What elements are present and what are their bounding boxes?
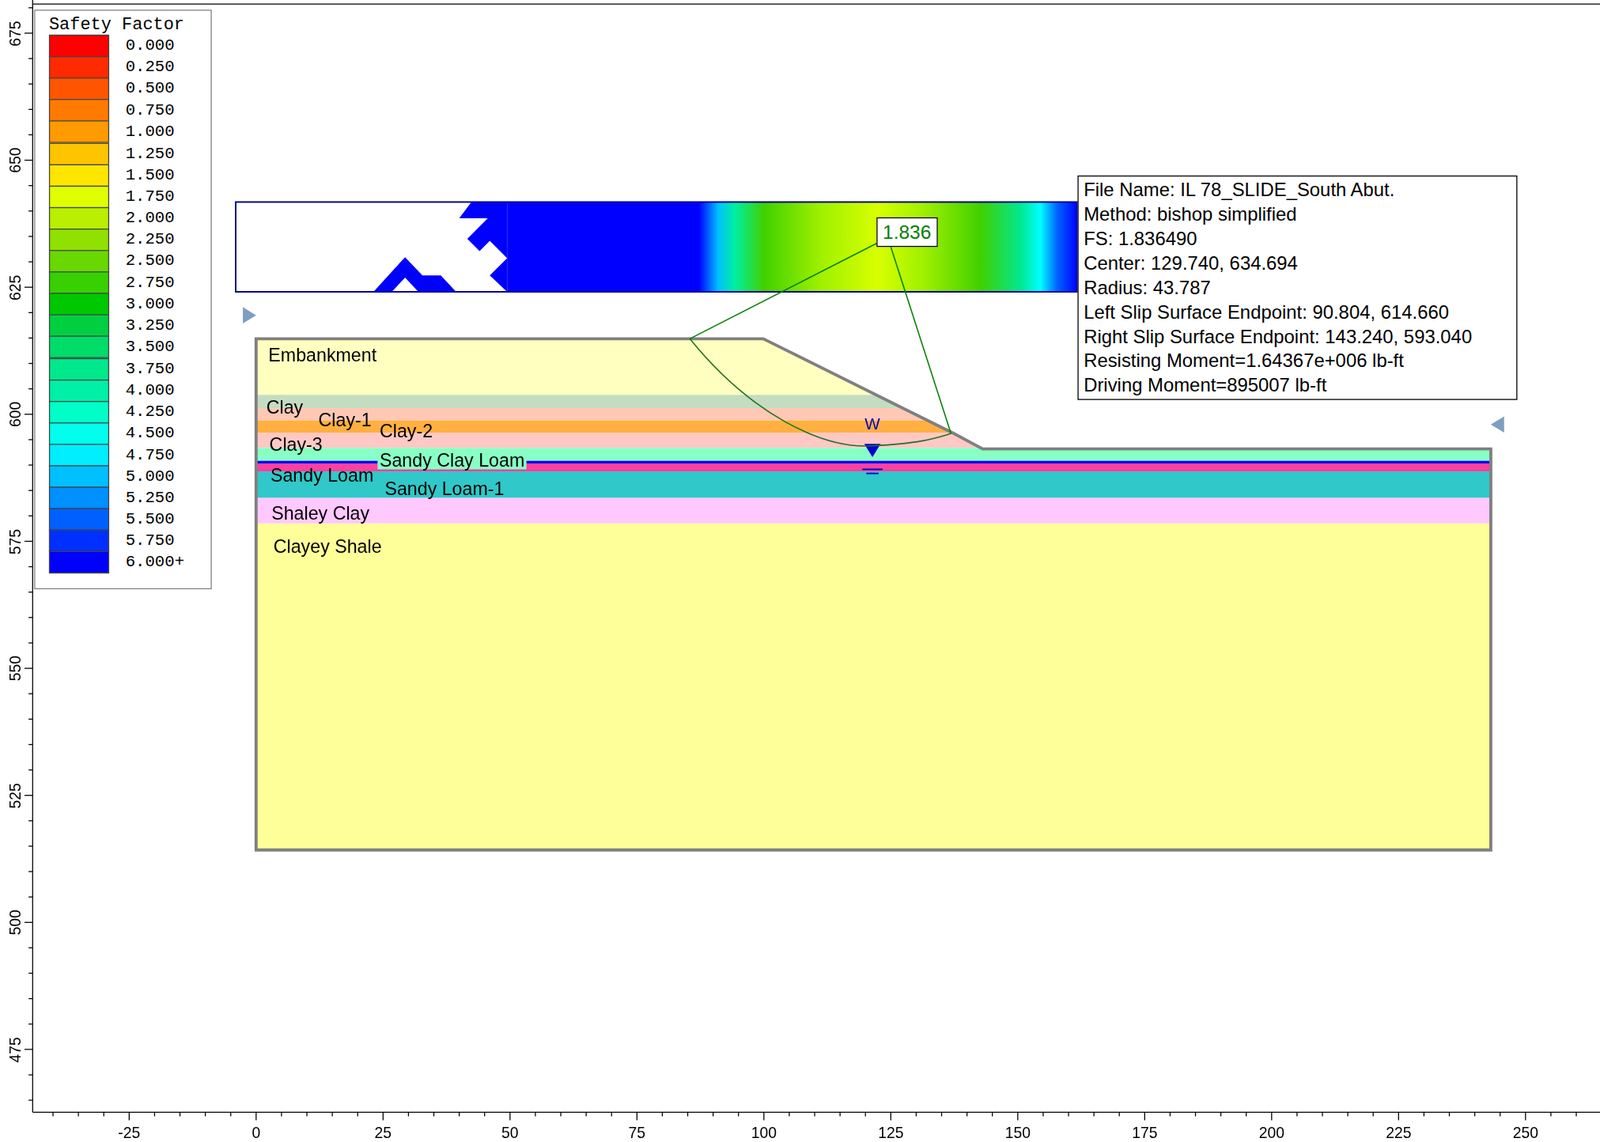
legend-swatch (49, 529, 110, 553)
material-label: Sandy Loam (270, 466, 374, 485)
legend-value: 3.250 (125, 317, 175, 335)
axis-tick-label: 475 (7, 1036, 23, 1063)
info-line: Method: bishop simplified (1083, 201, 1512, 227)
axis-tick-label: 550 (7, 655, 23, 681)
legend-value: 0.250 (125, 59, 175, 76)
axis-tick-label: 225 (1385, 1124, 1411, 1140)
info-line: Right Slip Surface Endpoint: 143.240, 59… (1083, 324, 1512, 349)
legend-value: 5.500 (125, 511, 175, 529)
legend-value: 1.750 (125, 188, 175, 205)
legend-swatch (49, 271, 110, 295)
legend-value: 4.250 (125, 404, 175, 421)
legend-swatch (49, 56, 110, 80)
material-label: Clay-1 (318, 411, 372, 430)
legend-value: 0.000 (125, 37, 175, 55)
legend-value: 6.000+ (125, 554, 185, 572)
legend-swatch (49, 121, 110, 144)
axis-tick-label: 675 (7, 20, 23, 46)
legend-title: Safety Factor (49, 15, 185, 34)
legend-swatch (49, 400, 110, 424)
axis-tick-label: 500 (7, 909, 23, 935)
legend-swatch (49, 336, 110, 360)
result-info-box: File Name: IL 78_SLIDE_South Abut.Method… (1077, 175, 1517, 401)
legend-swatch (49, 34, 110, 58)
legend-value: 2.500 (125, 253, 175, 270)
legend-swatch (49, 293, 110, 317)
axis-tick-label: 650 (7, 147, 23, 173)
info-line: Radius: 43.787 (1083, 275, 1512, 300)
axis-tick-label: 175 (1131, 1124, 1158, 1140)
legend-swatch (49, 314, 110, 338)
axis-tick-label: 75 (628, 1124, 647, 1140)
axis-tick-label: 50 (501, 1124, 519, 1140)
axis-tick-label: 200 (1259, 1124, 1285, 1140)
legend-swatch (49, 508, 110, 532)
legend-swatch (49, 465, 110, 488)
legend-value: 1.250 (125, 145, 175, 163)
legend-swatch (49, 99, 110, 123)
legend-value: 1.000 (125, 124, 175, 141)
legend-value: 0.500 (125, 80, 175, 98)
legend-swatch (49, 228, 110, 252)
legend-swatch (49, 378, 110, 402)
legend-value: 3.500 (125, 339, 175, 356)
factor-of-safety-label: 1.836 (876, 217, 938, 247)
info-line: Center: 129.740, 634.694 (1083, 250, 1512, 276)
axis-tick-label: 25 (374, 1124, 393, 1140)
legend-value: 0.750 (125, 102, 175, 119)
legend-swatch (49, 163, 110, 187)
axis-tick-label: 250 (1513, 1124, 1539, 1140)
material-label: Clay-2 (379, 422, 433, 441)
water-table-label: W (864, 416, 880, 433)
legend-value: 4.750 (125, 446, 175, 464)
info-line: Driving Moment=895007 lb-ft (1083, 373, 1512, 398)
axis-tick-label: 0 (251, 1124, 261, 1140)
material-label: Clayey Shale (273, 537, 383, 557)
legend-value: 5.000 (125, 468, 175, 485)
legend-value: 3.750 (125, 360, 175, 378)
material-label: Sandy Clay Loam (377, 450, 526, 470)
legend-swatch (49, 185, 110, 209)
legend-swatch (49, 207, 110, 231)
axis-tick-label: -25 (117, 1124, 140, 1140)
axis-tick-label: 150 (1005, 1124, 1031, 1140)
material-label: Clay (266, 397, 303, 417)
legend-swatch (49, 77, 110, 101)
legend-swatch (49, 487, 110, 511)
legend-swatch (49, 422, 110, 446)
legend-value: 4.000 (125, 382, 175, 399)
legend-value: 3.000 (125, 295, 175, 313)
axis-tick-label: 600 (7, 401, 23, 428)
legend-swatch (49, 142, 110, 166)
legend-value: 5.250 (125, 489, 175, 507)
material-label: Embankment (268, 345, 377, 364)
legend-value: 2.250 (125, 231, 175, 249)
material-label: Clay-3 (269, 435, 323, 454)
axis-tick-label: 100 (751, 1124, 777, 1140)
material-label: Shaley Clay (271, 503, 370, 522)
axis-tick-label: 125 (877, 1124, 904, 1140)
axis-tick-label: 525 (7, 782, 23, 809)
info-line: Left Slip Surface Endpoint: 90.804, 614.… (1083, 299, 1512, 325)
legend-swatch (49, 357, 110, 381)
legend-value: 1.500 (125, 166, 175, 184)
info-line: FS: 1.836490 (1083, 226, 1512, 251)
legend-swatch (49, 249, 110, 273)
axis-tick-label: 575 (7, 528, 23, 554)
legend-swatch (49, 551, 110, 575)
material-label: Sandy Loam-1 (384, 479, 504, 498)
axis-tick-label: 625 (7, 274, 23, 300)
legend-swatch (49, 443, 110, 467)
legend-value: 2.750 (125, 274, 175, 292)
legend-value: 4.500 (125, 425, 175, 443)
legend-value: 5.750 (125, 533, 175, 550)
legend-value: 2.000 (125, 210, 175, 227)
info-line: 1.836 (882, 218, 931, 246)
info-line: File Name: IL 78_SLIDE_South Abut. (1083, 177, 1512, 202)
info-line: Resisting Moment=1.64367e+006 lb-ft (1083, 348, 1512, 374)
